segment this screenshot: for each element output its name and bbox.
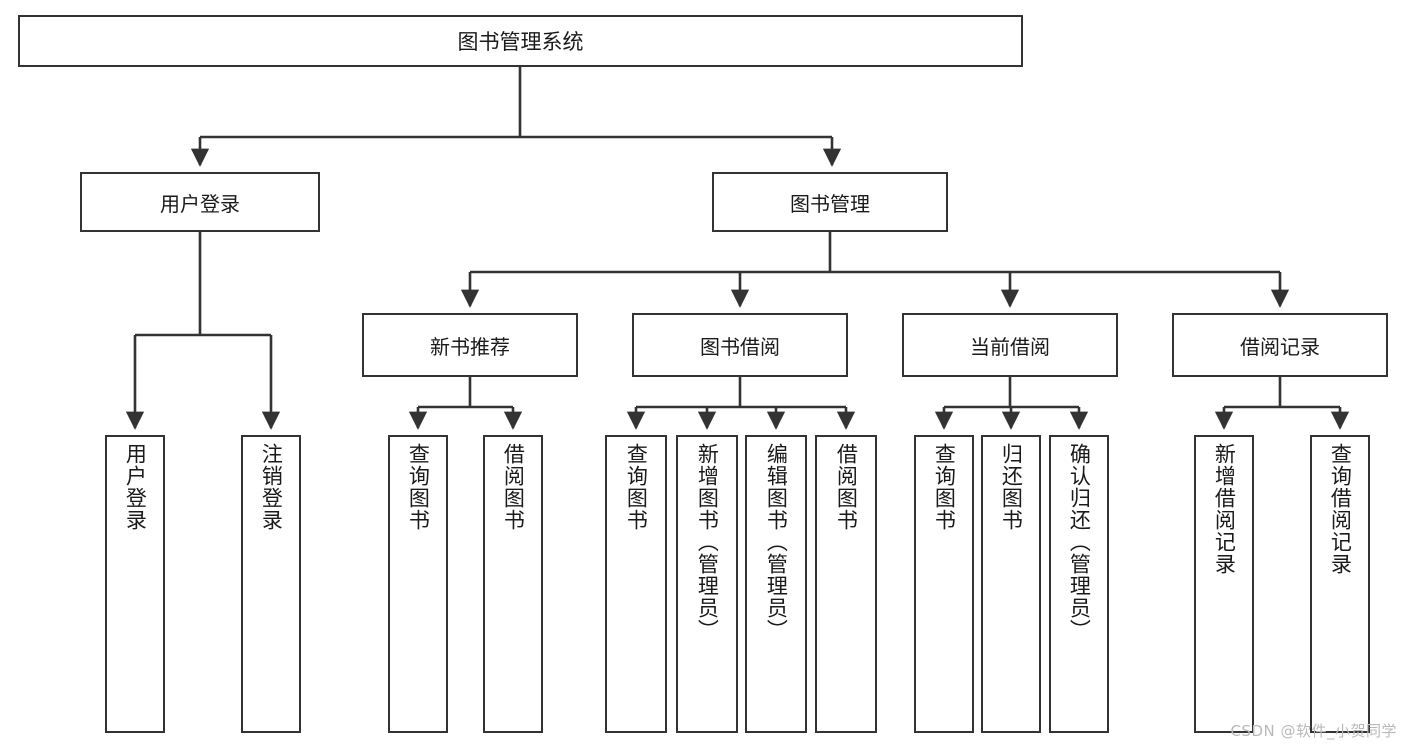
leaf-current-confirm-return-admin-label: 确认归还（管理员）	[1067, 443, 1092, 641]
leaf-borrow-lend-books[interactable]: 借阅图书	[815, 435, 877, 733]
leaf-current-return-books-label: 归还图书	[999, 443, 1024, 531]
leaf-borrow-lend-books-label: 借阅图书	[834, 443, 859, 531]
leaf-borrow-add-book-admin[interactable]: 新增图书（管理员）	[676, 435, 738, 733]
leaf-borrow-query-books-label: 查询图书	[624, 443, 649, 531]
node-new-book-recommend-label: 新书推荐	[430, 334, 510, 359]
node-book-management-label: 图书管理	[790, 191, 870, 216]
leaf-records-add-record[interactable]: 新增借阅记录	[1194, 435, 1254, 733]
leaf-borrow-query-books[interactable]: 查询图书	[605, 435, 667, 733]
node-book-borrow-label: 图书借阅	[700, 334, 780, 359]
leaf-newbook-borrow-books[interactable]: 借阅图书	[483, 435, 543, 733]
node-user-login-label: 用户登录	[160, 191, 240, 216]
leaf-current-confirm-return-admin[interactable]: 确认归还（管理员）	[1049, 435, 1109, 733]
leaf-borrow-add-book-admin-label: 新增图书（管理员）	[695, 443, 720, 641]
node-current-borrow-label: 当前借阅	[970, 334, 1050, 359]
node-current-borrow[interactable]: 当前借阅	[902, 313, 1118, 377]
node-user-login[interactable]: 用户登录	[80, 172, 320, 232]
node-borrow-records-label: 借阅记录	[1240, 334, 1320, 359]
node-new-book-recommend[interactable]: 新书推荐	[362, 313, 578, 377]
leaf-logout[interactable]: 注销登录	[241, 435, 301, 733]
leaf-borrow-edit-book-admin[interactable]: 编辑图书（管理员）	[745, 435, 807, 733]
node-book-management[interactable]: 图书管理	[712, 172, 948, 232]
leaf-records-query-record[interactable]: 查询借阅记录	[1310, 435, 1370, 733]
leaf-user-login-label: 用户登录	[123, 443, 148, 531]
leaf-records-add-record-label: 新增借阅记录	[1212, 443, 1237, 575]
leaf-newbook-query-books[interactable]: 查询图书	[388, 435, 448, 733]
leaf-user-login[interactable]: 用户登录	[105, 435, 165, 733]
node-book-borrow[interactable]: 图书借阅	[632, 313, 848, 377]
leaf-newbook-borrow-books-label: 借阅图书	[501, 443, 526, 531]
node-borrow-records[interactable]: 借阅记录	[1172, 313, 1388, 377]
leaf-current-query-books-label: 查询图书	[932, 443, 957, 531]
node-root[interactable]: 图书管理系统	[18, 15, 1023, 67]
leaf-borrow-edit-book-admin-label: 编辑图书（管理员）	[764, 443, 789, 641]
node-root-label: 图书管理系统	[457, 30, 584, 54]
leaf-logout-label: 注销登录	[259, 443, 284, 531]
leaf-records-query-record-label: 查询借阅记录	[1328, 443, 1353, 575]
leaf-current-return-books[interactable]: 归还图书	[981, 435, 1041, 733]
watermark: CSDN @软件_小贺同学	[1230, 722, 1397, 740]
leaf-current-query-books[interactable]: 查询图书	[914, 435, 974, 733]
leaf-newbook-query-books-label: 查询图书	[406, 443, 431, 531]
